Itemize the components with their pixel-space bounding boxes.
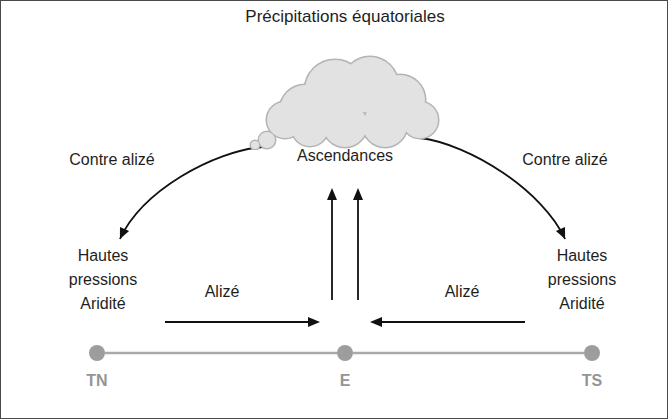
connector <box>105 353 337 354</box>
pressure-zone: Hautes pressions Aridité <box>65 244 142 316</box>
latitude-label: TN <box>86 371 107 390</box>
wind-label: Contre alizé <box>69 150 154 169</box>
zone-text: Hautes pressions Aridité <box>69 244 137 316</box>
trade-wind-label: Alizé <box>445 282 480 301</box>
connector <box>353 353 584 354</box>
latitude-dot: E <box>337 345 353 361</box>
pressure-zone: Hautes pressions Aridité <box>544 244 621 316</box>
ascendance-arrows <box>327 188 363 300</box>
latitude-dot: TS <box>584 345 600 361</box>
cloud-shape: Précipitations équatoriales <box>245 40 445 150</box>
trade-wind-arrows <box>165 317 525 327</box>
latitude-label: TS <box>582 371 602 390</box>
cloud-title: Précipitations équatoriales <box>245 7 444 27</box>
latitude-label: E <box>340 371 351 390</box>
cloud-outline <box>245 40 445 150</box>
ascent-label: Ascendances <box>297 146 393 165</box>
latitude-dot: TN <box>89 345 105 361</box>
wind-label: Contre alizé <box>522 150 607 169</box>
zone-text: Hautes pressions Aridité <box>548 244 616 316</box>
trade-wind-label: Alizé <box>205 282 240 301</box>
